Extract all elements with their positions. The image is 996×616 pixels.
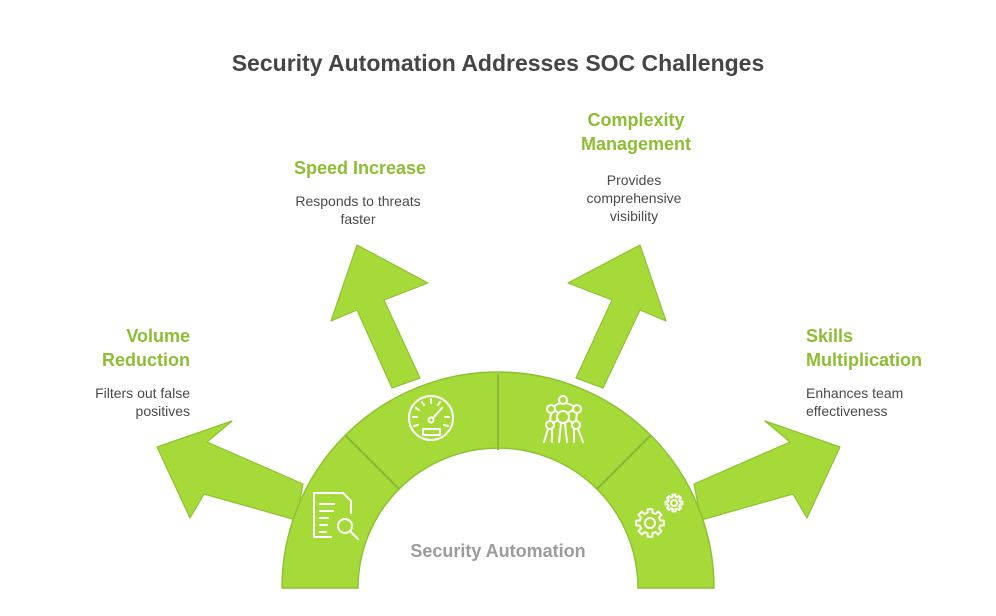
label-line: Skills — [806, 326, 854, 346]
label-skills-multiplication: Skills Multiplication — [806, 324, 986, 372]
arrow-volume-reduction — [156, 420, 304, 521]
desc-line: positives — [135, 403, 190, 419]
desc-line: faster — [340, 211, 376, 227]
label-line: Management — [580, 134, 692, 154]
document-search-icon — [313, 492, 359, 540]
desc-skills-multiplication: Enhances team effectiveness — [806, 384, 986, 420]
desc-line: effectiveness — [806, 403, 888, 419]
arrow-complexity-management — [567, 244, 667, 389]
label-line: Speed Increase — [293, 158, 427, 178]
arrows-group — [156, 244, 841, 521]
desc-line: Provides — [606, 172, 662, 188]
gears-icon — [635, 493, 684, 538]
speedometer-icon — [408, 395, 454, 441]
desc-line: Responds to threats — [295, 193, 421, 209]
label-line: Complexity — [587, 110, 685, 130]
desc-line: Filters out false — [95, 385, 190, 401]
center-label: Security Automation — [410, 541, 586, 561]
divider-3 — [596, 434, 652, 490]
desc-volume-reduction: Filters out false positives — [40, 384, 190, 420]
arrow-speed-increase — [330, 244, 429, 389]
desc-line: visibility — [609, 208, 659, 224]
label-line: Volume — [126, 326, 190, 346]
desc-line: comprehensive — [586, 190, 682, 206]
desc-speed-increase: Responds to threats faster — [258, 192, 458, 228]
desc-complexity-management: Provides comprehensive visibility — [534, 171, 734, 225]
network-structure-icon — [543, 395, 584, 443]
label-line: Reduction — [102, 350, 190, 370]
label-line: Multiplication — [806, 350, 922, 370]
desc-line: Enhances team — [806, 385, 904, 401]
label-speed-increase: Speed Increase — [260, 156, 460, 180]
arrow-skills-multiplication — [693, 420, 841, 521]
label-complexity-management: Complexity Management — [536, 108, 736, 156]
page-title: Security Automation Addresses SOC Challe… — [231, 50, 765, 76]
arc-dividers — [344, 374, 652, 490]
label-volume-reduction: Volume Reduction — [60, 324, 190, 372]
divider-1 — [344, 434, 400, 490]
automation-arc — [281, 371, 715, 589]
